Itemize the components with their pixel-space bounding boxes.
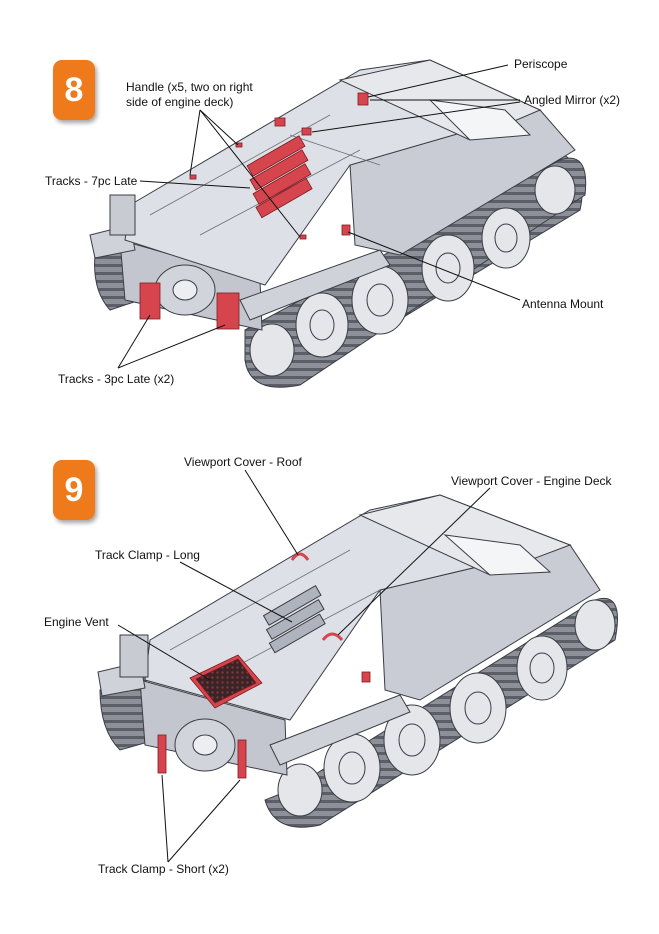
label-handle-line1: Handle (x5, two on right <box>126 80 253 94</box>
step-number-badge: 8 <box>53 60 95 120</box>
highlighted-parts-9 <box>157 552 371 779</box>
handle-part <box>189 174 197 180</box>
viewport-cover-roof-part <box>290 552 310 561</box>
periscope-part <box>357 92 369 106</box>
tank-9 <box>97 494 618 828</box>
antenna-mount-part <box>361 671 371 683</box>
road-wheel <box>249 323 295 377</box>
handle-part <box>299 234 307 240</box>
track-clamp-short-part <box>237 739 247 779</box>
label-angled-mirror: Angled Mirror (x2) <box>524 93 621 107</box>
angled-mirror-part <box>301 127 312 136</box>
highlighted-parts-8 <box>139 92 369 330</box>
label-track-clamp-short: Track Clamp - Short (x2) <box>98 862 229 876</box>
label-tracks-3pc: Tracks - 3pc Late (x2) <box>58 372 175 386</box>
label-tracks-7pc: Tracks - 7pc Late <box>45 174 138 188</box>
road-wheel <box>421 234 475 302</box>
viewport-cover-engine-part <box>321 632 344 642</box>
handle-part <box>235 142 243 148</box>
road-wheel <box>295 292 349 358</box>
step-number: 9 <box>64 470 84 509</box>
label-handle-line2: side of engine deck) <box>126 95 234 109</box>
road-wheel <box>481 207 531 269</box>
label-periscope: Periscope <box>514 57 568 71</box>
step-number: 8 <box>64 70 84 109</box>
label-viewport-roof: Viewport Cover - Roof <box>184 455 302 469</box>
label-antenna-mount: Antenna Mount <box>522 297 604 311</box>
leader-lines-9 <box>117 469 491 863</box>
label-viewport-engine: Viewport Cover - Engine Deck <box>451 474 612 488</box>
label-engine-vent: Engine Vent <box>44 615 109 629</box>
step-number-badge: 9 <box>53 460 95 520</box>
tracks-3pc-late-part <box>139 282 240 330</box>
label-handle: Handle (x5, two on right side of engine … <box>126 80 253 110</box>
tracks-7pc-late-part <box>246 135 313 219</box>
leader-lines-8 <box>117 64 521 369</box>
angled-mirror-part <box>274 117 286 127</box>
antenna-mount-part <box>341 224 351 236</box>
track-clamp-short-part <box>157 734 167 774</box>
drive-sprocket <box>534 165 576 215</box>
label-track-clamp-long: Track Clamp - Long <box>95 548 200 562</box>
tank-8 <box>89 59 587 388</box>
engine-vent-grille <box>195 658 257 704</box>
